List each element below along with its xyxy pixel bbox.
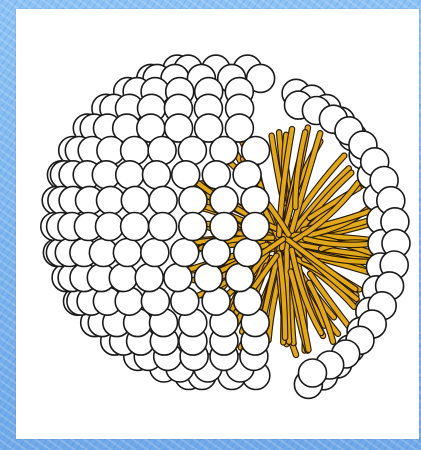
lipid-head	[164, 264, 192, 292]
figure-panel	[16, 9, 419, 439]
lipid-head	[202, 161, 230, 189]
lipid-head	[233, 161, 261, 189]
lipid-head	[299, 359, 327, 387]
lipid-head	[210, 213, 238, 241]
lipid-head	[179, 186, 207, 214]
lipid-head	[121, 213, 149, 241]
lipid-head	[109, 264, 137, 292]
lipid-head	[148, 137, 176, 165]
lipid-head	[141, 239, 169, 267]
lipid-head	[113, 239, 141, 267]
lipid-head	[226, 264, 254, 292]
lipid-head	[178, 137, 206, 165]
lipid-head	[210, 186, 238, 214]
lipid-head	[97, 186, 125, 214]
lipid-head	[149, 186, 177, 214]
lipid-head	[202, 239, 230, 267]
lipid-head	[172, 161, 200, 189]
lipid-head	[143, 161, 171, 189]
lipid-head	[179, 213, 207, 241]
lipid-head	[96, 213, 124, 241]
lipid-head	[241, 186, 269, 214]
lipid-head	[194, 264, 222, 292]
lipid-head	[171, 239, 199, 267]
lipid-head	[116, 161, 144, 189]
lipid-head	[135, 264, 163, 292]
micelle-diagram	[16, 9, 419, 439]
lipid-head	[149, 213, 177, 241]
lipid-head	[121, 137, 149, 165]
lipid-head	[241, 213, 269, 241]
lipid-head	[234, 239, 262, 267]
lipid-head	[121, 186, 149, 214]
